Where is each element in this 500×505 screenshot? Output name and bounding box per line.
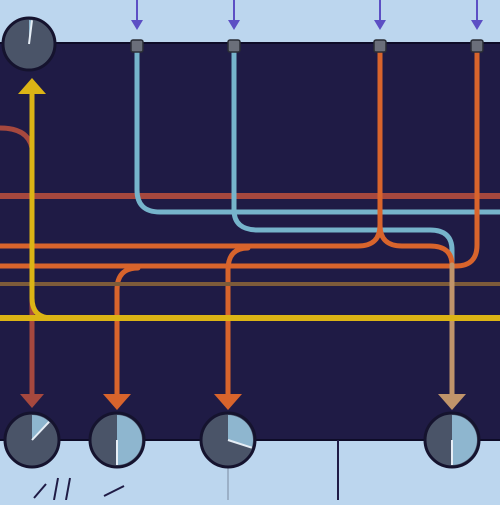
dial-1-pointer [31, 421, 50, 441]
incoming-arrows [131, 0, 483, 30]
wire-orange-to-dial-3[interactable] [225, 245, 251, 399]
dial-3-level-wedge [228, 415, 253, 448]
port-input-4[interactable] [470, 39, 484, 53]
dial-2-level-wedge [117, 415, 142, 465]
dial-3-pointer [227, 439, 253, 449]
dials [1, 16, 481, 469]
arrow-down-orange-2 [214, 394, 242, 410]
port-input-3[interactable] [373, 39, 387, 53]
top-left-dial-pointer [28, 20, 34, 45]
dial-1-level-wedge [32, 415, 50, 440]
input-ports [130, 39, 484, 53]
dial-4-level-wedge [452, 415, 477, 465]
wire-cyan-2[interactable] [231, 43, 455, 303]
top-left-dial[interactable] [1, 16, 57, 72]
wire-cyan-1[interactable] [134, 43, 500, 215]
wire-yellow-to-top-dial[interactable] [29, 89, 55, 321]
port-input-2[interactable] [227, 39, 241, 53]
dial-1[interactable] [3, 411, 61, 469]
dial-2[interactable] [88, 411, 146, 469]
arrow-down-red [20, 394, 44, 408]
dark-patch-area [0, 43, 500, 440]
wire-orange-2[interactable] [0, 43, 480, 269]
dial-3[interactable] [199, 411, 257, 469]
wire-orange-1-branch[interactable] [377, 222, 455, 268]
arrow-down-orange-1 [103, 394, 131, 410]
scale-ticks [33, 477, 125, 501]
wire-orange-to-dial-2[interactable] [114, 265, 141, 399]
port-input-1[interactable] [130, 39, 144, 53]
arrow-down-tan [438, 394, 466, 410]
arrow-up-yellow [18, 78, 46, 94]
dial-4[interactable] [423, 411, 481, 469]
wires [0, 43, 500, 399]
arrowheads [18, 78, 466, 410]
